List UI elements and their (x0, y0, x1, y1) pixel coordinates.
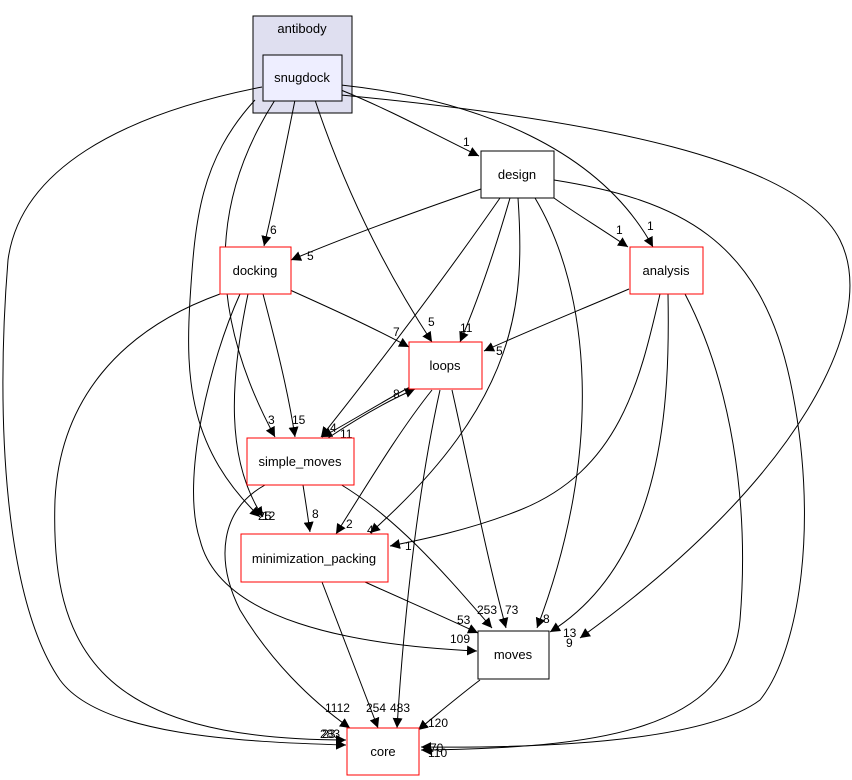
edge-analysis-core (420, 293, 744, 755)
edge-analysis-minimization_packing (389, 293, 661, 549)
edge-design-moves (534, 197, 583, 629)
node-minimization_packing-box (240, 533, 389, 583)
edge-label-moves-core: 120 (428, 716, 448, 730)
edge-snugdock-core (2, 86, 347, 750)
node-moves-label: moves (494, 647, 533, 662)
edge-label-analysis-core: 110 (428, 746, 447, 760)
edge-label-simple_moves-minimization_packing: 8 (312, 507, 319, 521)
node-loops-box (408, 341, 483, 390)
edge-snugdock-analysis (340, 84, 654, 248)
node-moves-box (477, 630, 550, 680)
edge-simple_moves-core (224, 484, 351, 729)
edge-label-loops-core: 483 (390, 701, 410, 715)
edge-snugdock-moves (340, 94, 851, 639)
edge-label-loops-moves: 73 (505, 603, 519, 617)
edge-label-snugdock-docking: 6 (270, 223, 277, 237)
node-simple_moves-label: simple_moves (258, 454, 342, 469)
node-design-label: design (498, 167, 536, 182)
node-core-box (346, 727, 420, 776)
edge-label-analysis-loops: 5 (496, 344, 503, 358)
edge-loops-minimization_packing (335, 389, 433, 535)
edge-label-snugdock-analysis: 1 (647, 219, 654, 233)
node-snugdock[interactable]: snugdock (262, 54, 343, 102)
edge-docking-moves (193, 293, 478, 656)
edge-label-snugdock-moves: 9 (566, 636, 573, 650)
edge-label-analysis-moves: 13 (563, 626, 577, 640)
nodes-layer: snugdock design docking analysis loops s… (219, 54, 704, 776)
edge-design-analysis (553, 197, 629, 248)
edge-snugdock-loops (314, 99, 433, 343)
node-snugdock-label: snugdock (274, 70, 330, 85)
edge-loops-simple_moves (321, 386, 411, 438)
node-minimization_packing-label: minimization_packing (252, 551, 376, 566)
edge-label-analysis-minimization_packing: 1 (405, 539, 412, 553)
edge-docking-simple_moves (262, 293, 299, 438)
edge-simple_moves-moves (339, 483, 493, 629)
edge-design-core (420, 179, 805, 753)
edge-label-design-simple_moves: 4 (330, 421, 337, 435)
edge-snugdock-design (340, 89, 480, 157)
edge-label-loops-minimization_packing: 2 (346, 517, 353, 531)
node-docking[interactable]: docking (219, 246, 292, 295)
edge-label-simple_moves-core: 1112 (325, 701, 350, 715)
node-core[interactable]: core (346, 727, 420, 776)
edge-label-docking-simple_moves: 15 (292, 413, 306, 427)
node-docking-label: docking (233, 263, 278, 278)
edges-layer (2, 84, 851, 755)
node-simple_moves-box (246, 437, 355, 486)
edge-design-loops (459, 197, 511, 343)
node-analysis-label: analysis (643, 263, 690, 278)
edge-label-design-loops: 11 (460, 321, 473, 335)
node-simple_moves[interactable]: simple_moves (246, 437, 355, 486)
node-minimization_packing[interactable]: minimization_packing (240, 533, 389, 583)
node-design-box (480, 150, 555, 199)
edge-label-design-minimization_packing: 4 (367, 523, 374, 537)
node-loops[interactable]: loops (408, 341, 483, 390)
edge-label-docking-minimization_packing: 12 (262, 509, 276, 523)
edge-simple_moves-minimization_packing (302, 484, 314, 533)
edge-minimization_packing-moves (364, 581, 479, 634)
edge-label-simple_moves-moves: 253 (477, 603, 497, 617)
node-analysis-box (629, 246, 704, 295)
edge-docking-loops (289, 289, 410, 348)
edge-simple_moves-loops (327, 388, 416, 439)
edge-design-simple_moves (320, 197, 501, 438)
edge-label-snugdock-loops: 5 (428, 315, 435, 329)
edge-label-docking-core: 283 (320, 727, 340, 741)
node-analysis[interactable]: analysis (629, 246, 704, 295)
node-loops-label: loops (429, 358, 461, 373)
edge-label-simple_moves-loops: 8 (393, 387, 400, 401)
cluster-antibody-label: antibody (277, 21, 327, 36)
edge-loops-moves (451, 389, 509, 629)
edge-label-snugdock-design: 1 (463, 135, 470, 149)
edge-label-design-core: 70 (430, 741, 444, 755)
edge-label-docking-moves: 109 (450, 632, 470, 646)
node-core-label: core (370, 744, 395, 759)
edge-label-minimization_packing-moves: 53 (457, 613, 471, 627)
edge-label-snugdock-core: 23 (322, 727, 336, 741)
node-design[interactable]: design (480, 150, 555, 199)
edge-snugdock-docking (261, 99, 296, 247)
edge-label-design-docking: 5 (307, 249, 314, 263)
edge-label-snugdock-simple_moves: 3 (268, 413, 275, 427)
edge-label-docking-loops: 7 (393, 325, 400, 339)
edge-label-snugdock-minimization_packing: 25 (258, 509, 272, 523)
edge-moves-core (417, 679, 481, 731)
edge-snugdock-simple_moves (224, 99, 276, 438)
edge-label-minimization_packing-core: 254 (366, 701, 386, 715)
edge-loops-core (392, 389, 441, 729)
node-docking-box (219, 246, 292, 295)
edge-label-design-moves: 8 (543, 612, 550, 626)
edge-label-design-analysis: 1 (616, 223, 623, 237)
edge-analysis-moves (549, 293, 669, 633)
edge-snugdock-minimization_packing (188, 99, 261, 518)
node-snugdock-box (262, 54, 343, 102)
node-moves[interactable]: moves (477, 630, 550, 680)
edge-analysis-loops (483, 288, 630, 352)
edge-docking-core (54, 293, 347, 745)
edge-minimization_packing-core (321, 581, 380, 729)
edge-design-docking (290, 188, 482, 261)
